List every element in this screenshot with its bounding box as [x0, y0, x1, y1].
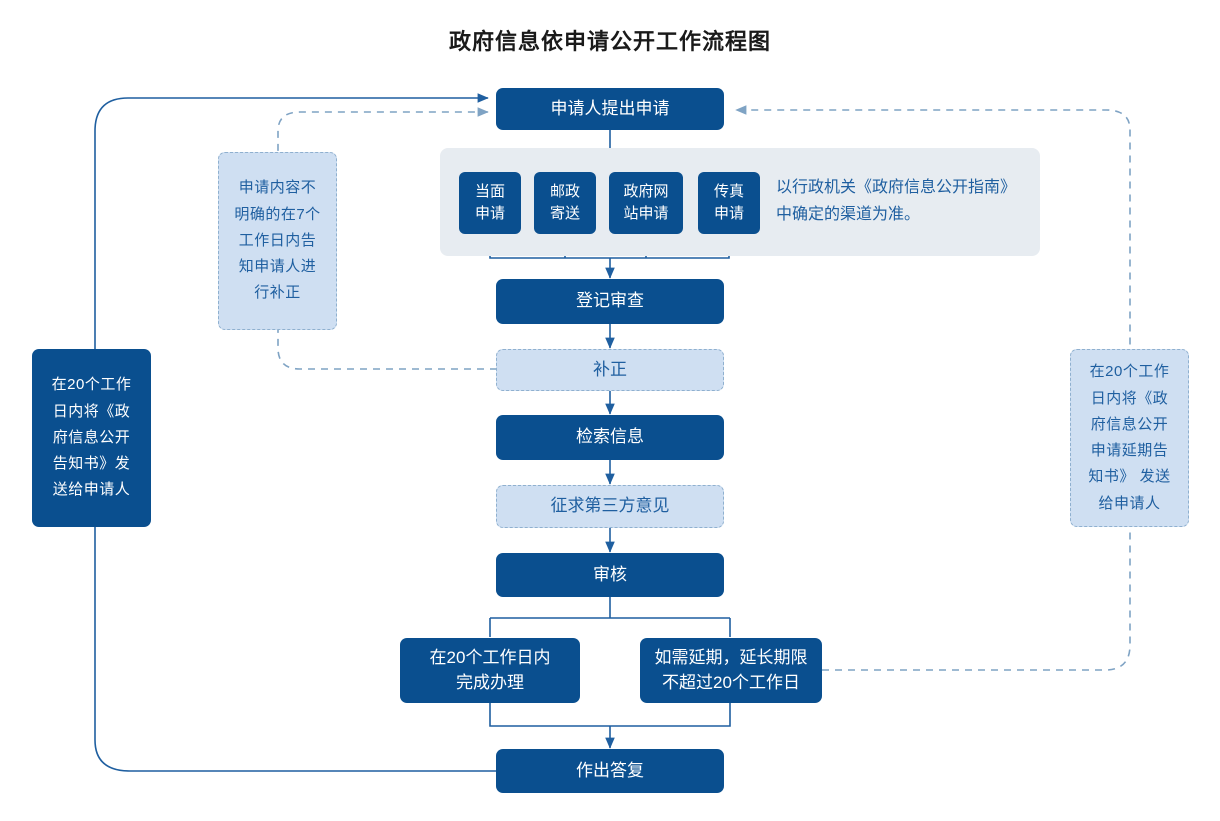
wire-branch-join — [489, 703, 731, 727]
node-review[interactable]: 审核 — [496, 553, 724, 597]
node-branch-extension[interactable]: 如需延期，延长期限 不超过20个工作日 — [640, 638, 822, 703]
page-title: 政府信息依申请公开工作流程图 — [448, 29, 771, 54]
channel-box-1[interactable]: 当面 申请 — [459, 172, 521, 234]
note-extension-notice-20-days[interactable]: 在20个工作 日内将《政 府信息公开 申请延期告 知书》 发送 给申请人 — [1070, 349, 1189, 527]
note-notice-within-20-days[interactable]: 在20个工作 日内将《政 府信息公开 告知书》发 送给申请人 — [32, 349, 151, 527]
note-correction-7-days[interactable]: 申请内容不 明确的在7个 工作日内告 知申请人进 行补正 — [218, 152, 337, 330]
node-start[interactable]: 申请人提出申请 — [496, 88, 724, 130]
node-third-party-opinion[interactable]: 征求第三方意见 — [496, 485, 724, 528]
node-reply[interactable]: 作出答复 — [496, 749, 724, 793]
channel-box-4[interactable]: 传真 申请 — [698, 172, 760, 234]
channels-panel-note: 以行政机关《政府信息公开指南》 中确定的渠道为准。 — [776, 179, 1017, 224]
channel-box-2[interactable]: 邮政 寄送 — [534, 172, 596, 234]
channel-box-3[interactable]: 政府网 站申请 — [609, 172, 683, 234]
node-branch-complete-in-20-days[interactable]: 在20个工作日内 完成办理 — [400, 638, 580, 703]
node-registration-review[interactable]: 登记审查 — [496, 279, 724, 324]
node-retrieve-information[interactable]: 检索信息 — [496, 415, 724, 460]
node-correction[interactable]: 补正 — [496, 349, 724, 391]
